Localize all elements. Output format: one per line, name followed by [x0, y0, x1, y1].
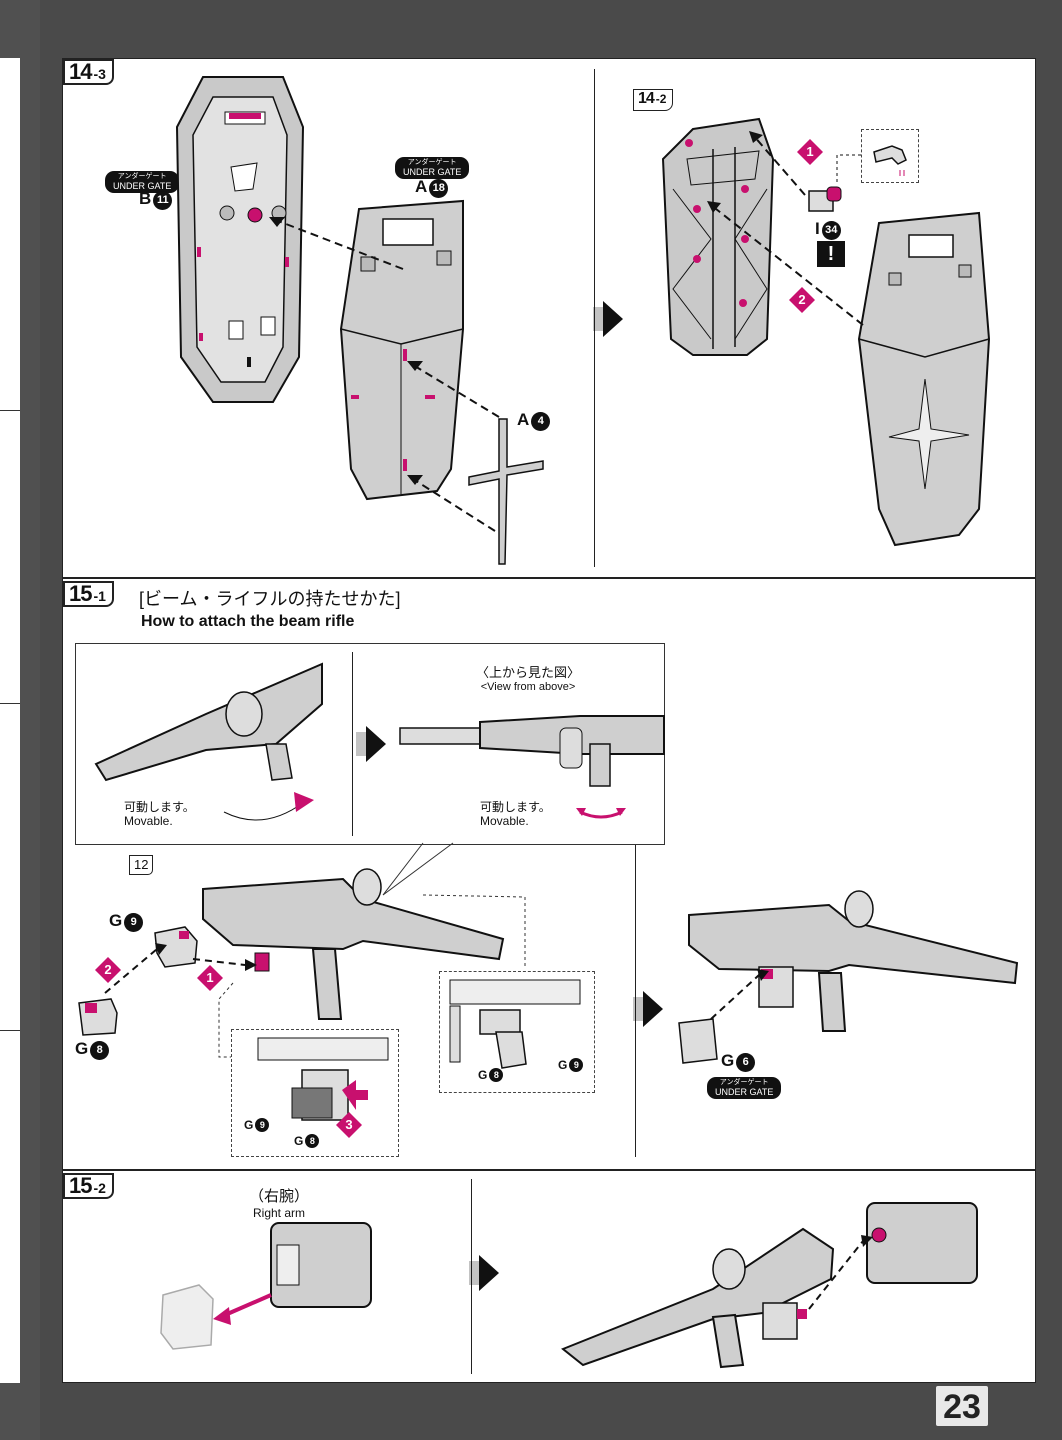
step-number: 14 — [69, 59, 93, 84]
order-mark-2-icon: 2 — [95, 957, 121, 983]
order-mark-1-icon: 1 — [197, 965, 223, 991]
section-title-jp: [ビーム・ライフルの持たせかた] — [139, 589, 401, 609]
order-mark-2-icon: 2 — [789, 287, 815, 313]
shield-frame-inner-drawing — [661, 117, 775, 356]
movable-note-2: 可動します。 Movable. — [480, 800, 551, 828]
hinge-detail-icon — [873, 145, 907, 176]
assembly-leader-lines-15-1 — [104, 894, 526, 1058]
movable-detail-box: 可動します。 Movable. 〈上から見た図〉 <View from abov… — [75, 643, 665, 845]
under-gate-badge-a18: アンダーゲート UNDER GATE — [395, 157, 470, 179]
assembly-leader-lines-14-3 — [269, 217, 500, 532]
remove-hand-drawing — [160, 1222, 372, 1350]
section-divider-14-15 — [63, 577, 1035, 579]
grip-detail-right-drawing — [449, 979, 581, 1069]
step-14-2-ref-tag: 14 -2 — [633, 89, 674, 111]
warning-icon: ! — [817, 241, 845, 267]
swing-arrow-icon — [576, 808, 626, 819]
shield-back-frame-drawing — [175, 76, 305, 403]
view-from-above-label: 〈上から見た図〉 <View from above> — [475, 665, 580, 693]
hand-part-g8-drawing — [78, 998, 118, 1036]
order-mark-1-icon: 1 — [797, 139, 823, 165]
rifle-top-view-drawing — [399, 715, 665, 787]
under-gate-badge-g6: アンダーゲート UNDER GATE — [707, 1077, 782, 1099]
step-14-3-tag: 14 -3 — [63, 59, 114, 85]
next-step-arrow-icon — [633, 991, 663, 1027]
step-substep: -3 — [93, 66, 106, 82]
next-step-arrow-icon — [593, 301, 623, 337]
hinge-part-i34-drawing — [808, 186, 842, 212]
shield-front-plate-drawing — [339, 199, 464, 501]
movable-note-1: 可動します。 Movable. — [124, 800, 195, 828]
shield-assembled-drawing — [857, 211, 991, 547]
rifle-to-arm-drawing — [561, 1202, 978, 1369]
next-step-arrow-icon — [469, 1255, 499, 1291]
section-divider-15-1-15-2 — [63, 1169, 1035, 1171]
hand-part-g6-drawing — [678, 1018, 718, 1064]
hinge-detail-box — [861, 129, 919, 183]
hand-part-g9-drawing — [154, 926, 198, 968]
step-divider-15-1 — [635, 829, 636, 1157]
under-gate-badge-b11: アンダーゲート UNDER GATE — [105, 171, 180, 193]
section-title-en: How to attach the beam rifle — [141, 613, 355, 630]
cross-part-a4-drawing — [468, 418, 544, 565]
previous-page-edge — [0, 58, 20, 1383]
step-15-2-tag: 15 -2 — [63, 1173, 114, 1199]
ref-step-12-tag: 12 — [129, 855, 154, 875]
grip-detail-left-drawing — [257, 1037, 389, 1121]
next-step-arrow-icon — [356, 726, 386, 762]
page-number: 23 — [936, 1386, 988, 1426]
assembly-leader-lines-14-2 — [707, 131, 864, 326]
assembly-leader-lines-15-1b — [710, 969, 769, 1020]
order-mark-3-icon: 3 — [336, 1112, 362, 1138]
callout-pointer-lines — [382, 842, 454, 896]
beam-rifle-drawing — [202, 868, 505, 1020]
rotate-arrow-icon — [223, 792, 314, 821]
rifle-with-hand-drawing — [688, 890, 1019, 1032]
right-arm-label: （右腕） Right arm — [248, 1188, 309, 1220]
step-15-1-tag: 15 -1 — [63, 581, 114, 607]
rifle-grip-angled-drawing — [94, 662, 323, 782]
